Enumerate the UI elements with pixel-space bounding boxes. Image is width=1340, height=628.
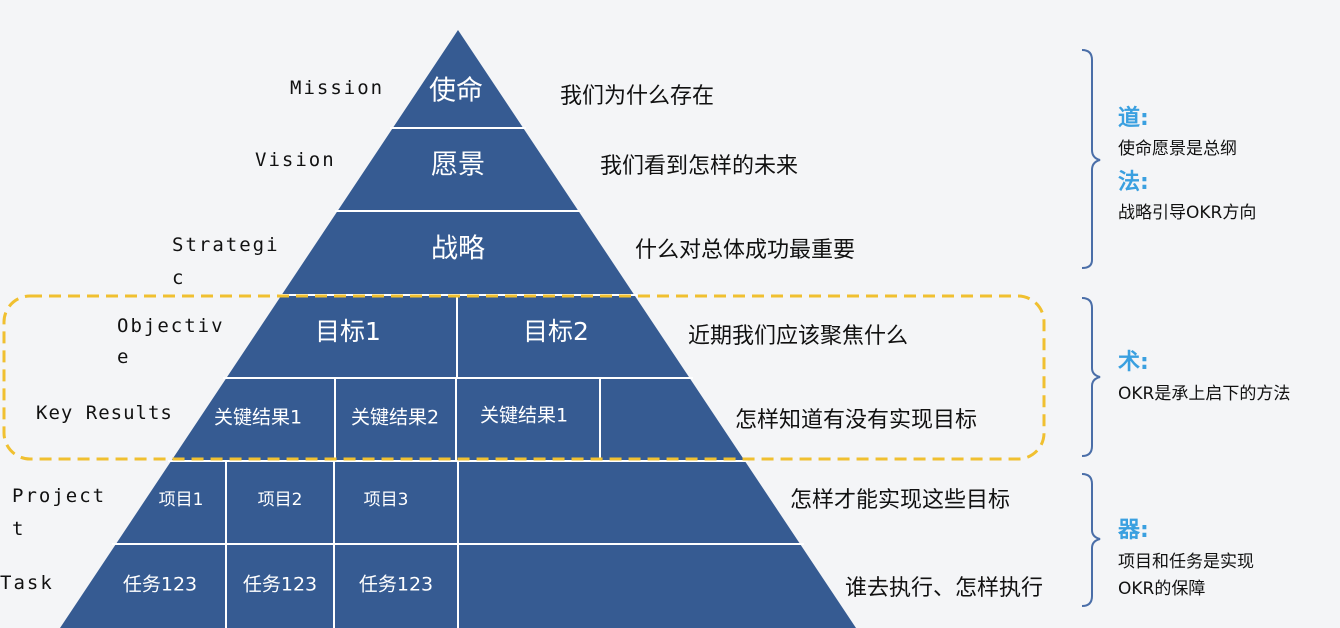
pyramid-mission: 使命 (429, 76, 483, 107)
bracket-dao-fa (1081, 49, 1101, 269)
label-project-line2: t (12, 518, 26, 540)
pyramid-vision: 愿景 (431, 150, 485, 181)
note-qi-text-line2: OKR的保障 (1118, 579, 1206, 599)
note-shu-text: OKR是承上启下的方法 (1118, 384, 1291, 404)
pyramid-task-2: 任务123 (243, 574, 317, 596)
bracket-shu (1081, 297, 1101, 457)
pyramid-project-2: 项目2 (258, 490, 303, 510)
pyramid-dividers (112, 127, 804, 628)
okr-highlight-box (2, 294, 1046, 461)
desc-task: 谁去执行、怎样执行 (845, 576, 1044, 601)
pyramid-task-3: 任务123 (359, 574, 433, 596)
desc-vision: 我们看到怎样的未来 (600, 154, 799, 179)
pyramid-kr-3: 关键结果1 (480, 405, 568, 427)
pyramid-kr-2: 关键结果2 (351, 407, 439, 429)
label-key-results: Key Results (36, 402, 173, 424)
pyramid-objective-2: 目标2 (523, 317, 589, 346)
right-brackets (1081, 49, 1101, 607)
label-vision: Vision (255, 149, 336, 171)
note-dao-title: 道: (1118, 106, 1149, 131)
note-qi-title: 器: (1118, 518, 1149, 543)
pyramid-project-1: 项目1 (159, 490, 204, 510)
desc-objective: 近期我们应该聚焦什么 (688, 324, 909, 349)
label-mission: Mission (290, 77, 385, 99)
label-project-line1: Project (12, 485, 107, 507)
pyramid-strategic: 战略 (431, 234, 485, 265)
label-task: Task (0, 572, 54, 594)
label-objective-line1: Objectiv (117, 315, 225, 337)
desc-project: 怎样才能实现这些目标 (790, 488, 1011, 513)
pyramid-task-1: 任务123 (123, 574, 197, 596)
pyramid-kr-1: 关键结果1 (214, 407, 302, 429)
desc-mission: 我们为什么存在 (560, 84, 715, 109)
note-shu-title: 术: (1118, 350, 1149, 375)
label-objective-line2: e (117, 346, 131, 368)
note-dao-text: 使命愿景是总纲 (1118, 139, 1237, 159)
note-fa-text: 战略引导OKR方向 (1118, 203, 1257, 223)
pyramid-objective-1: 目标1 (315, 317, 381, 346)
note-fa-title: 法: (1118, 170, 1149, 195)
desc-strategic: 什么对总体成功最重要 (635, 238, 856, 263)
label-strategic-line2: c (172, 267, 186, 289)
label-strategic-line1: Strategi (172, 234, 280, 256)
pyramid-project-3: 项目3 (364, 490, 409, 510)
bracket-qi (1081, 473, 1101, 607)
desc-key-results: 怎样知道有没有实现目标 (735, 408, 978, 433)
note-qi-text-line1: 项目和任务是实现 (1118, 552, 1254, 572)
